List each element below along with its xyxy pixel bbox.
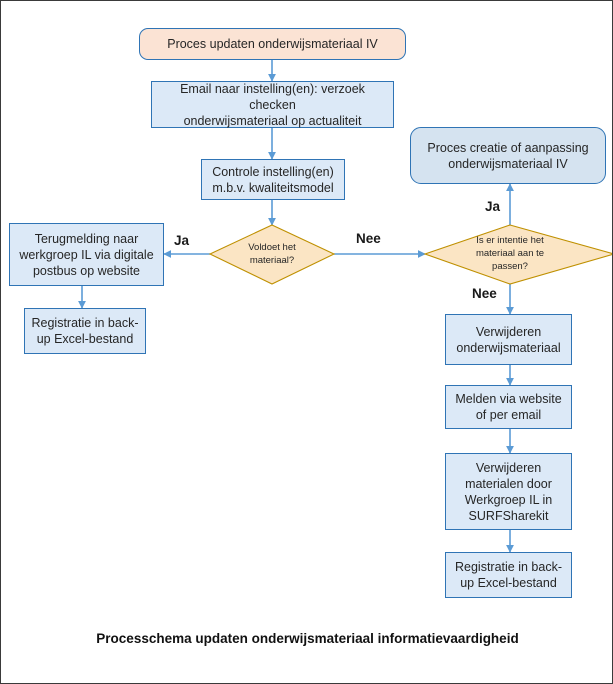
node-controle-line1: Controle instelling(en) — [212, 164, 334, 179]
node-proces-creatie-line1: Proces creatie of aanpassing — [427, 140, 589, 155]
edge-label-voldoet-ja: Ja — [174, 233, 190, 248]
node-verwijderen-surf-label: Verwijderen materialen door Werkgroep IL… — [465, 460, 553, 524]
node-registratie-left[interactable]: Registratie in back- up Excel-bestand — [24, 308, 146, 354]
node-registratie-right-line1: Registratie in back- — [455, 560, 562, 574]
node-verwijderen-surfsharekit[interactable]: Verwijderen materialen door Werkgroep IL… — [445, 453, 572, 530]
node-email-label: Email naar instelling(en): verzoek check… — [158, 81, 387, 129]
node-melden[interactable]: Melden via website of per email — [445, 385, 572, 429]
node-controle-label: Controle instelling(en) m.b.v. kwaliteit… — [212, 164, 334, 196]
node-registratie-right-line2: up Excel-bestand — [460, 576, 557, 590]
node-terugmelding-line2: werkgroep IL via digitale — [19, 247, 154, 262]
edge-label-intentie-nee: Nee — [472, 286, 497, 301]
node-voldoet-line2: materiaal? — [249, 254, 295, 266]
node-decision-voldoet[interactable]: Voldoet het materiaal? — [216, 225, 328, 284]
node-registratie-left-line2: up Excel-bestand — [36, 332, 134, 346]
node-melden-line2: of per email — [475, 408, 542, 422]
node-registratie-left-label: Registratie in back- up Excel-bestand — [32, 315, 139, 347]
node-intentie-line3: passen? — [492, 260, 528, 272]
node-verwijderen-om-line1: Verwijderen — [475, 324, 542, 339]
node-verwijderen-surf-line1: Verwijderen — [475, 460, 542, 475]
node-start-label: Proces updaten onderwijsmateriaal IV — [167, 37, 378, 51]
node-registratie-left-line1: Registratie in back- — [31, 316, 139, 330]
node-verwijderen-om-line2: onderwijsmateriaal — [456, 340, 561, 355]
edge-label-voldoet-nee: Nee — [356, 231, 381, 246]
node-verwijderen-onderwijsmateriaal[interactable]: Verwijderen onderwijsmateriaal — [445, 314, 572, 365]
node-controle[interactable]: Controle instelling(en) m.b.v. kwaliteit… — [201, 159, 345, 200]
node-decision-voldoet-label: Voldoet het materiaal? — [244, 242, 300, 268]
node-start[interactable]: Proces updaten onderwijsmateriaal IV — [139, 28, 406, 60]
node-registratie-right-label: Registratie in back- up Excel-bestand — [455, 559, 562, 591]
node-verwijderen-surf-line4: SURFSharekit — [468, 508, 549, 523]
diagram-caption: Processchema updaten onderwijsmateriaal … — [96, 631, 519, 646]
node-melden-line1: Melden via website — [455, 392, 562, 406]
edge-label-intentie-ja: Ja — [485, 199, 501, 214]
node-registratie-right[interactable]: Registratie in back- up Excel-bestand — [445, 552, 572, 598]
node-email-line2: onderwijsmateriaal op actualiteit — [183, 113, 362, 128]
node-decision-intentie-label: Is er intentie het materiaal aan te pass… — [472, 235, 548, 273]
node-verwijderen-surf-line2: materialen door — [465, 476, 552, 491]
node-decision-intentie[interactable]: Is er intentie het materiaal aan te pass… — [450, 225, 570, 284]
node-proces-creatie[interactable]: Proces creatie of aanpassing onderwijsma… — [410, 127, 606, 184]
node-proces-creatie-label: Proces creatie of aanpassing onderwijsma… — [427, 140, 588, 172]
node-verwijderen-surf-line3: Werkgroep IL in — [464, 492, 553, 507]
node-controle-line2: m.b.v. kwaliteitsmodel — [212, 180, 334, 195]
node-intentie-line1: Is er intentie het — [476, 235, 544, 247]
node-email[interactable]: Email naar instelling(en): verzoek check… — [151, 81, 394, 128]
node-terugmelding-label: Terugmelding naar werkgroep IL via digit… — [19, 231, 153, 279]
node-terugmelding[interactable]: Terugmelding naar werkgroep IL via digit… — [9, 223, 164, 286]
node-verwijderen-om-label: Verwijderen onderwijsmateriaal — [456, 324, 560, 356]
node-intentie-line2: materiaal aan te — [475, 248, 545, 260]
node-terugmelding-line1: Terugmelding naar — [34, 231, 139, 246]
node-melden-label: Melden via website of per email — [455, 391, 561, 423]
node-terugmelding-line3: postbus op website — [32, 263, 140, 278]
node-email-line1: Email naar instelling(en): verzoek check… — [180, 81, 365, 112]
node-proces-creatie-line2: onderwijsmateriaal IV — [448, 156, 568, 171]
node-voldoet-line1: Voldoet het — [248, 241, 296, 253]
